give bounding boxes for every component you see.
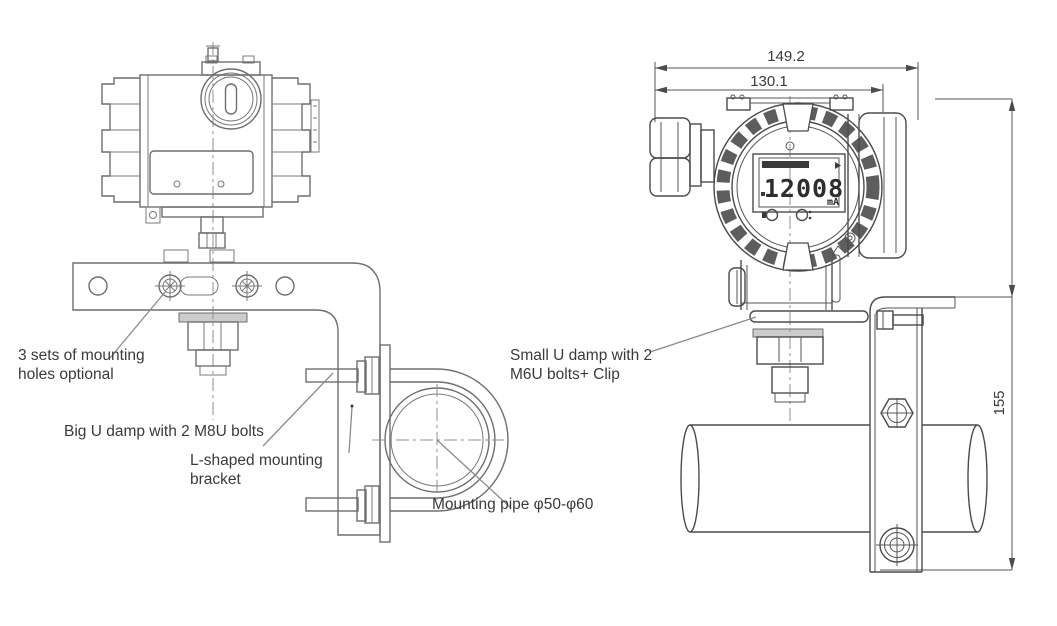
bracket-mounting-holes — [88, 271, 295, 301]
lcd-decimal-dot — [761, 192, 765, 196]
upper-bolt-rod — [305, 368, 359, 383]
clip-latch — [831, 254, 841, 303]
u-bolt-plate — [379, 344, 391, 543]
bracket-bolt — [232, 271, 262, 301]
right-end-cap — [272, 77, 311, 203]
lcd-value: 12008 — [764, 174, 844, 203]
dim-text-overall-width: 149.2 — [767, 48, 805, 65]
process-connection — [178, 312, 248, 376]
mounting-pipe-section — [372, 384, 504, 500]
pipe-bracket — [869, 296, 956, 573]
transmitter-neck — [728, 245, 845, 310]
adjustment-buttons — [762, 208, 812, 222]
bezel-lug-bottom — [782, 242, 814, 271]
housing-neck — [145, 206, 264, 263]
lcd-display: 12008 mA — [752, 153, 846, 213]
u-clamp-plate — [749, 310, 869, 323]
label-small-u-clamp-line1: Small U damp with 2 — [510, 347, 652, 364]
leader-big-u-clamp — [262, 372, 334, 447]
label-mounting-holes-line1: 3 sets of mounting — [18, 347, 145, 364]
small-u-clamp — [749, 310, 869, 403]
leader-dot — [350, 404, 354, 408]
horizontal-pipe — [680, 424, 988, 533]
top-screw — [206, 45, 220, 62]
nameplate-tag — [310, 99, 320, 153]
knurled-ring — [716, 105, 880, 269]
bracket-round-bolt — [876, 524, 918, 566]
lcd-bargraph — [762, 161, 809, 168]
dimension-overall-width: 149.2 — [654, 48, 919, 122]
face-screw — [785, 141, 795, 151]
left-end-cap — [101, 77, 140, 203]
figure-left-bracket-mounting: 3 sets of mounting holes optional Big U … — [18, 42, 594, 543]
zero-button — [765, 208, 779, 222]
lcd-unit: mA — [827, 197, 839, 208]
flange-bolt — [876, 310, 924, 330]
housing-rear-cap — [847, 112, 907, 259]
lower-bolt-rod — [305, 497, 359, 512]
leader-small-u-clamp — [649, 316, 757, 353]
cable-gland — [649, 117, 715, 197]
dimension-cover-width: 130.1 — [655, 73, 884, 112]
bracket-bolt — [155, 271, 185, 301]
bracket-hex-bolt — [880, 398, 914, 428]
label-l-bracket-line1: L-shaped mounting — [190, 452, 323, 469]
bezel-screw-lug — [844, 232, 856, 244]
leader-mounting-pipe — [436, 439, 512, 509]
label-l-bracket-line2: bracket — [190, 471, 242, 488]
transmitter-housing — [101, 74, 320, 208]
lcd-arrow-marker — [835, 162, 841, 169]
bezel-lug-top — [782, 103, 814, 132]
span-button — [795, 208, 809, 222]
display-cover-top-view — [200, 55, 262, 130]
l-shaped-bracket — [72, 262, 381, 536]
label-mounting-holes-line2: holes optional — [18, 366, 114, 383]
dimension-bracket-height: 155 — [880, 98, 1016, 571]
figure-right-pipe-mounting: 149.2 130.1 155 — [510, 48, 1016, 573]
pipe-end-left — [680, 424, 700, 533]
label-mounting-pipe: Mounting pipe φ50-φ60 — [432, 496, 594, 513]
dim-text-bracket-height: 155 — [991, 390, 1008, 415]
ground-lug — [145, 206, 161, 224]
label-plate — [149, 150, 254, 195]
retaining-clip — [728, 267, 746, 307]
pipe-end-right — [967, 424, 988, 533]
label-big-u-clamp: Big U damp with 2 M8U bolts — [64, 423, 264, 440]
display-bezel — [713, 102, 883, 272]
cover-slot — [224, 83, 238, 115]
label-small-u-clamp-line2: M6U bolts+ Clip — [510, 366, 620, 383]
leader-l-bracket — [348, 406, 353, 454]
dim-text-cover-width: 130.1 — [750, 73, 788, 90]
leader-mounting-holes — [109, 290, 167, 359]
